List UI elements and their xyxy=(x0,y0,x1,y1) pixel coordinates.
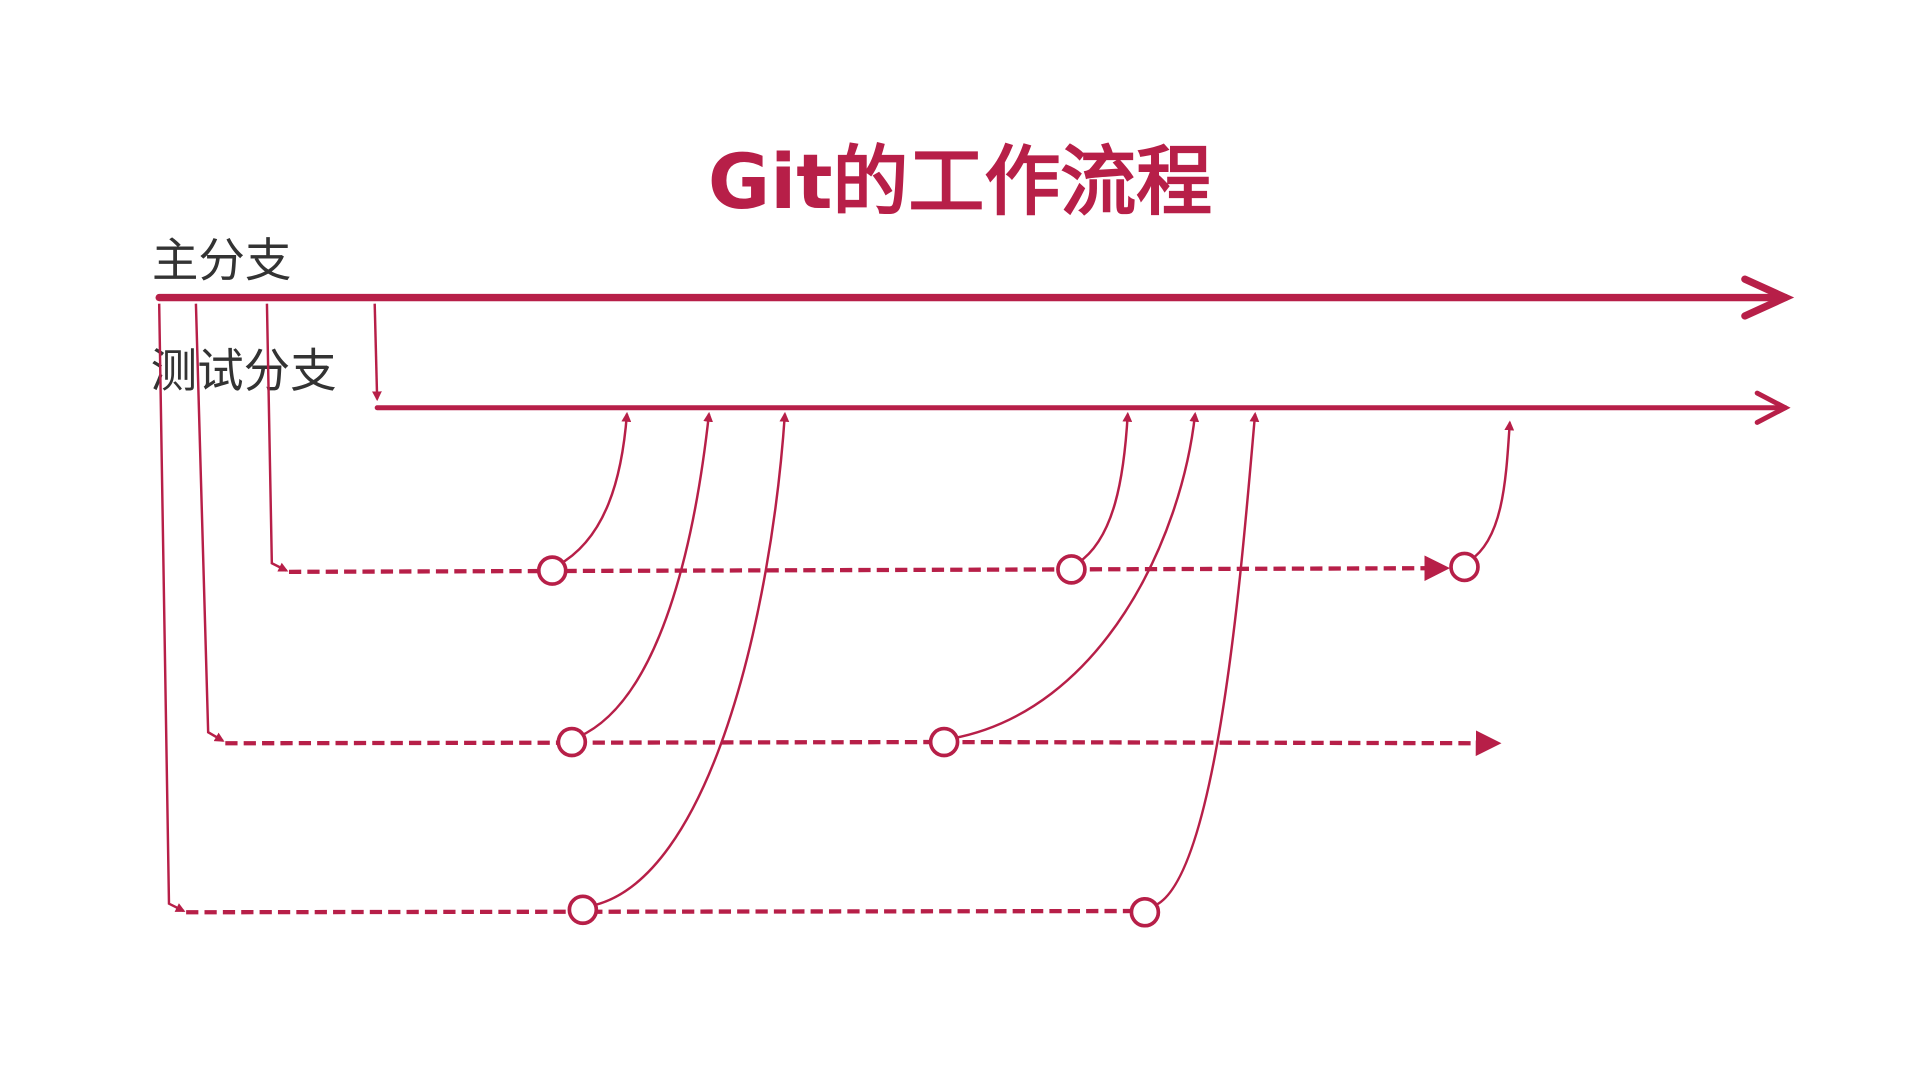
test-branch-label: 测试分支 xyxy=(151,344,337,398)
commit-node xyxy=(1449,551,1480,583)
feature-branch-2 xyxy=(194,303,1502,758)
commit-node xyxy=(556,726,588,758)
main-branch-label: 主分支 xyxy=(152,234,292,288)
main-branch-line xyxy=(155,275,1795,320)
commit-node xyxy=(1129,896,1161,928)
commit-node xyxy=(536,555,568,586)
feature-branch-1 xyxy=(265,303,1515,586)
commit-node xyxy=(567,894,599,926)
test-branch-line xyxy=(372,303,1791,425)
feature-branch-3 xyxy=(157,303,1260,928)
diagram-title: Git的工作流程 xyxy=(708,138,1212,226)
commit-node xyxy=(928,726,960,758)
commit-node xyxy=(1056,554,1087,585)
